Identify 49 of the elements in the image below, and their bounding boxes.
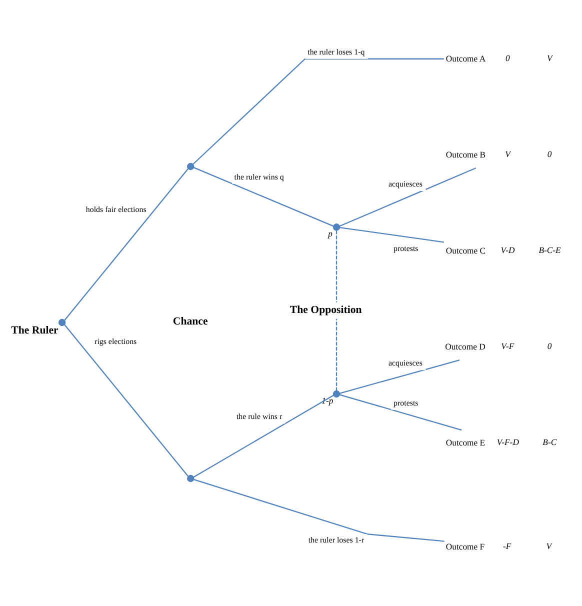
node-label: B-C-E	[538, 244, 561, 255]
node-label: p	[328, 228, 333, 239]
node-label: V	[546, 540, 552, 551]
edge-label: holds fair elections	[86, 204, 146, 214]
node-label: 0	[506, 52, 510, 63]
connector	[193, 394, 334, 478]
node-label: 0	[547, 148, 552, 159]
node-circle	[187, 474, 194, 482]
connector	[340, 360, 460, 394]
edge-label: protests	[394, 398, 418, 408]
node-label: V-D	[500, 244, 515, 255]
label: Chance	[172, 315, 208, 328]
connector	[192, 58, 444, 165]
node-text: Outcome E	[446, 438, 486, 448]
edge-label: The Opposition	[290, 304, 362, 316]
node-text: Outcome C	[446, 246, 486, 256]
node-text: Outcome F	[446, 542, 485, 552]
connector	[339, 168, 476, 227]
node-label: B-C	[542, 436, 557, 447]
node-label: V	[505, 148, 510, 159]
connector	[194, 167, 334, 227]
node-circle	[187, 162, 194, 170]
edge-label: the ruler loses 1-r	[308, 536, 364, 545]
connector	[194, 479, 444, 542]
connector	[340, 394, 462, 431]
connector	[336, 230, 338, 391]
node-label: V-F-D	[496, 436, 519, 447]
edge-label: the rule wins r	[236, 412, 282, 422]
node-label: The Ruler	[11, 324, 58, 337]
edge-label: protests	[394, 244, 418, 253]
node-circle	[332, 224, 340, 231]
node-circle	[332, 390, 340, 398]
node-label: 0	[547, 340, 552, 351]
connector	[64, 324, 188, 477]
node-text: Outcome B	[446, 150, 486, 160]
node-label: V-F	[501, 340, 514, 351]
edge-label: acquiesces	[388, 180, 422, 189]
edge-label: the ruler wins q	[234, 172, 284, 182]
node-circle	[58, 318, 66, 326]
node-text: Outcome D	[445, 342, 486, 352]
connector	[64, 168, 188, 321]
node-label: -F	[502, 540, 512, 551]
edge-label: acquiesces	[388, 358, 422, 368]
node-label: 1-p	[322, 395, 334, 406]
edge-label: the ruler loses 1-q	[308, 47, 365, 56]
connector	[340, 226, 444, 243]
node-text: Outcome A	[446, 53, 486, 64]
edge-label: rigs elections	[94, 337, 137, 346]
node-label: V	[547, 52, 552, 63]
